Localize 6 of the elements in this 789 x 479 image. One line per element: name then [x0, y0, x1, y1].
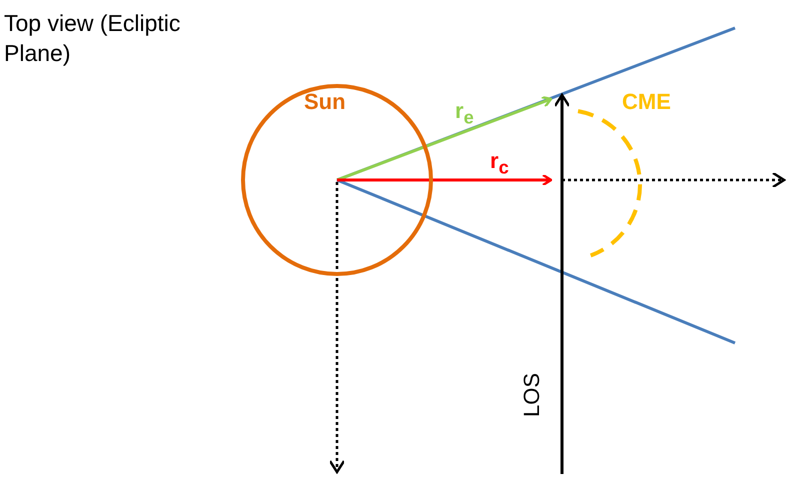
cme-label: CME — [622, 89, 671, 115]
axis-label: LOS — [519, 372, 546, 418]
heading-text: Top view (Ecliptic Plane) — [4, 9, 182, 68]
vector-label: r$_{e}$ — [455, 98, 474, 128]
sun-label: Sun — [304, 89, 346, 115]
vector-label: r$_{c}$ — [490, 148, 509, 178]
